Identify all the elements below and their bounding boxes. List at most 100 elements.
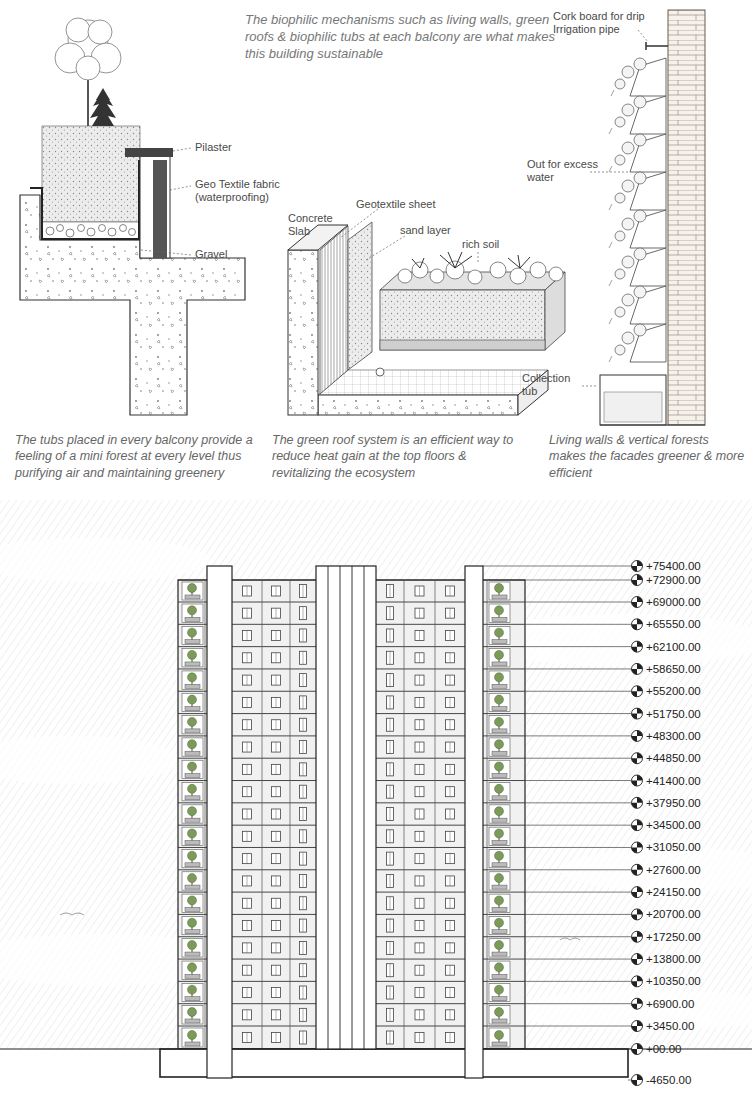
- window: [387, 607, 394, 620]
- core-line: [328, 566, 329, 1049]
- level-leader: [525, 691, 631, 692]
- window: [446, 630, 455, 640]
- balcony-tub: [492, 818, 507, 822]
- tub-tree: [495, 918, 504, 927]
- window: [446, 586, 455, 596]
- part-label: Pilaster: [195, 141, 265, 154]
- tub-tree: [188, 584, 197, 593]
- window: [300, 763, 307, 776]
- window-mullion: [303, 1031, 304, 1044]
- tub-tree: [188, 807, 197, 816]
- balcony-tub: [492, 774, 507, 778]
- window-mullion: [247, 653, 248, 663]
- window: [300, 741, 307, 754]
- level-mark: +41400.00: [646, 774, 701, 788]
- level-leader: [525, 735, 631, 736]
- level-marker: [632, 663, 643, 674]
- level-mark: +65550.00: [646, 617, 701, 631]
- window-mullion: [419, 876, 420, 886]
- balcony-frame: [489, 1028, 510, 1047]
- window-mullion: [247, 586, 248, 596]
- window-mullion: [247, 764, 248, 774]
- window: [300, 874, 307, 887]
- level-marker-fill: [637, 998, 643, 1004]
- level-marker-fill: [637, 820, 643, 826]
- level-marker: [632, 775, 643, 786]
- window: [272, 1033, 281, 1043]
- window-mullion: [276, 965, 277, 975]
- level-marker: [632, 641, 643, 652]
- window-mullion: [276, 653, 277, 663]
- tub-tree: [495, 851, 504, 860]
- window-mullion: [390, 919, 391, 932]
- window-mullion: [276, 764, 277, 774]
- level-leader: [525, 758, 631, 759]
- balcony-frame: [489, 939, 510, 957]
- balcony-tub: [492, 974, 507, 978]
- tub-tree: [495, 963, 504, 972]
- window-mullion: [390, 808, 391, 821]
- balcony-frame: [489, 983, 510, 1001]
- level-marker-fill: [632, 847, 638, 853]
- window-mullion: [303, 651, 304, 664]
- window: [300, 830, 307, 843]
- level-marker-fill: [637, 597, 643, 603]
- window: [446, 943, 455, 953]
- window-mullion: [303, 718, 304, 731]
- level-marker-fill: [632, 624, 638, 630]
- bay-line: [205, 580, 206, 1049]
- window-mullion: [419, 586, 420, 596]
- window-mullion: [303, 830, 304, 843]
- level-marker-fill: [632, 937, 638, 943]
- window-mullion: [419, 630, 420, 640]
- window: [446, 675, 455, 685]
- window-mullion: [450, 943, 451, 953]
- level-mark: -4650.00: [646, 1073, 691, 1087]
- level-leader: [525, 847, 631, 848]
- level-marker-fill: [637, 976, 643, 982]
- level-marker-fill: [632, 647, 638, 653]
- window: [243, 720, 252, 730]
- window-mullion: [450, 809, 451, 819]
- part-label: Cork board for drip Irrigation pipe: [553, 10, 665, 37]
- balcony-tub: [492, 1042, 507, 1046]
- window-mullion: [390, 585, 391, 598]
- balcony-frame: [182, 983, 203, 1001]
- window: [415, 809, 424, 819]
- level-marker-fill: [632, 959, 638, 965]
- window: [243, 764, 252, 774]
- level-marker-fill: [637, 842, 643, 848]
- level-mark: +75400.00: [646, 559, 701, 573]
- window: [243, 653, 252, 663]
- window: [272, 831, 281, 841]
- level-mark: +34500.00: [646, 818, 701, 832]
- balcony-tub: [185, 595, 200, 599]
- window: [300, 629, 307, 642]
- window: [272, 586, 281, 596]
- window-mullion: [450, 586, 451, 596]
- window-mullion: [419, 764, 420, 774]
- window: [272, 653, 281, 663]
- window-mullion: [450, 720, 451, 730]
- level-marker-fill: [632, 981, 638, 987]
- window-mullion: [419, 720, 420, 730]
- window: [446, 1033, 455, 1043]
- balcony-frame: [489, 916, 510, 934]
- balcony-tub: [492, 907, 507, 911]
- window-mullion: [390, 1031, 391, 1044]
- window-mullion: [450, 921, 451, 931]
- window-mullion: [276, 809, 277, 819]
- window: [446, 831, 455, 841]
- window: [243, 787, 252, 797]
- window-mullion: [247, 854, 248, 864]
- tub-tree: [495, 807, 504, 816]
- window-mullion: [419, 1033, 420, 1043]
- window-mullion: [450, 697, 451, 707]
- window: [243, 876, 252, 886]
- balcony-frame: [182, 738, 203, 756]
- window: [243, 742, 252, 752]
- window: [387, 741, 394, 754]
- tub-tree: [188, 851, 197, 860]
- balcony-frame: [182, 783, 203, 801]
